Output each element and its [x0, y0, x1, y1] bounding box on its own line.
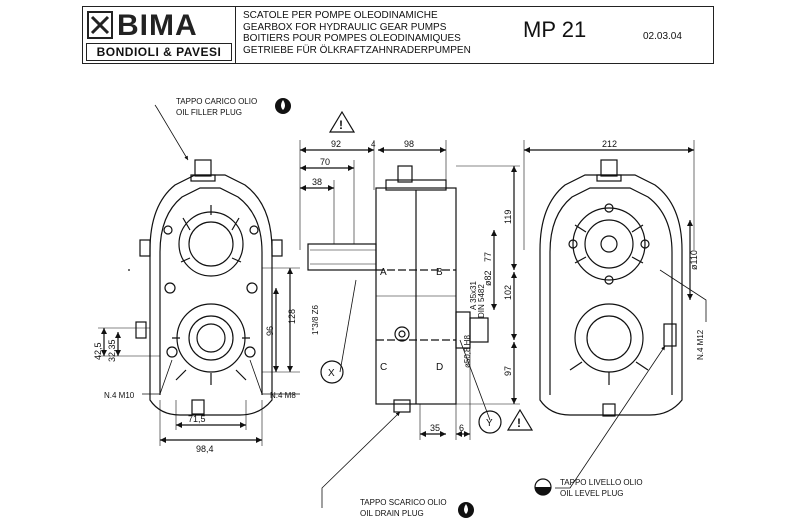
spline-spec: A 35x31: [469, 281, 478, 310]
bima-logo-icon: [87, 11, 113, 39]
view-x-label: X: [328, 368, 335, 379]
side-view: [299, 140, 520, 508]
rear-view: [523, 140, 707, 489]
label-n4-m8: N.4 M8: [270, 391, 296, 400]
drawing-date: 02.03.04: [643, 31, 682, 42]
level-plug-label-en: OIL LEVEL PLUG: [560, 489, 623, 498]
dim-42-5: 42,5: [93, 342, 103, 360]
label-n4-m12: N.4 M12: [696, 329, 705, 360]
oil-level-icon: [534, 478, 552, 496]
title-line-en: GEARBOX FOR HYDRAULIC GEAR PUMPS: [243, 21, 447, 33]
dim-77: 77: [483, 252, 493, 262]
dim-96: 96: [265, 326, 275, 336]
shaft-spec: 1"3/8 Z6: [311, 304, 320, 335]
dim-4: 4: [371, 140, 376, 149]
view-y-label: Y: [486, 418, 493, 429]
dim-128: 128: [287, 309, 297, 324]
section-b-label: B: [436, 267, 443, 278]
section-d-label: D: [436, 362, 443, 373]
dim-92: 92: [331, 139, 341, 149]
dim-98: 98: [404, 139, 414, 149]
warning-triangle-icon-1: [328, 110, 356, 133]
title-lines: SCATOLE PER POMPE OLEODINAMICHE GEARBOX …: [243, 10, 523, 56]
logo-cell: BIMA BONDIOLI & PAVESI: [83, 7, 236, 63]
drain-plug-label-en: OIL DRAIN PLUG: [360, 509, 424, 518]
dim-97: 97: [503, 366, 513, 376]
label-n4-m10: N.4 M10: [104, 391, 135, 400]
view-y-marker: [478, 410, 502, 434]
dim-70: 70: [320, 157, 330, 167]
dim-98-4: 98,4: [196, 444, 214, 454]
model-number: MP 21: [523, 17, 587, 42]
filler-plug-label-en: OIL FILLER PLUG: [176, 108, 242, 117]
dim-102: 102: [503, 285, 513, 300]
brand-name: BIMA: [117, 9, 198, 42]
dim-35: 35: [430, 423, 440, 433]
section-a-label: A: [380, 267, 387, 278]
title-block: BIMA BONDIOLI & PAVESI SCATOLE PER POMPE…: [82, 6, 714, 64]
oil-drain-drop-icon: [458, 502, 474, 518]
drain-plug-label-it: TAPPO SCARICO OLIO: [360, 498, 447, 507]
dim-119: 119: [503, 210, 513, 224]
filler-plug-label-it: TAPPO CARICO OLIO: [176, 97, 257, 106]
dim-32-35: 32,35: [107, 339, 117, 362]
oil-filler-drop-icon: [275, 98, 291, 114]
dim-ø82: ø82: [483, 270, 493, 286]
title-line-fr: BOITIERS POUR POMPES OLEODINAMIQUES: [243, 33, 461, 44]
title-line-de: GETRIEBE FÜR ÖLKRAFTZAHNRADERPUMPEN: [243, 44, 471, 56]
dim-71-5: 71,5: [188, 414, 206, 424]
section-c-label: C: [380, 362, 387, 373]
view-x-marker: [320, 360, 344, 384]
dim-ø110: ø110: [689, 250, 699, 270]
warning-triangle-icon-2: [506, 408, 534, 431]
sub-brand: BONDIOLI & PAVESI: [86, 43, 232, 61]
dim-6: 6: [459, 423, 464, 433]
din-spec: DIN 5482: [477, 284, 486, 318]
warning-mark-2: !: [517, 416, 521, 430]
level-plug-label-it: TAPPO LIVELLO OLIO: [560, 478, 643, 487]
dim-212: 212: [602, 139, 617, 149]
dim-38: 38: [312, 177, 322, 187]
title-line-it: SCATOLE PER POMPE OLEODINAMICHE: [243, 10, 438, 21]
warning-mark-1: !: [339, 118, 343, 132]
dim-ø50-8: ø50,8 H8: [463, 335, 472, 368]
front-view: [98, 104, 300, 446]
